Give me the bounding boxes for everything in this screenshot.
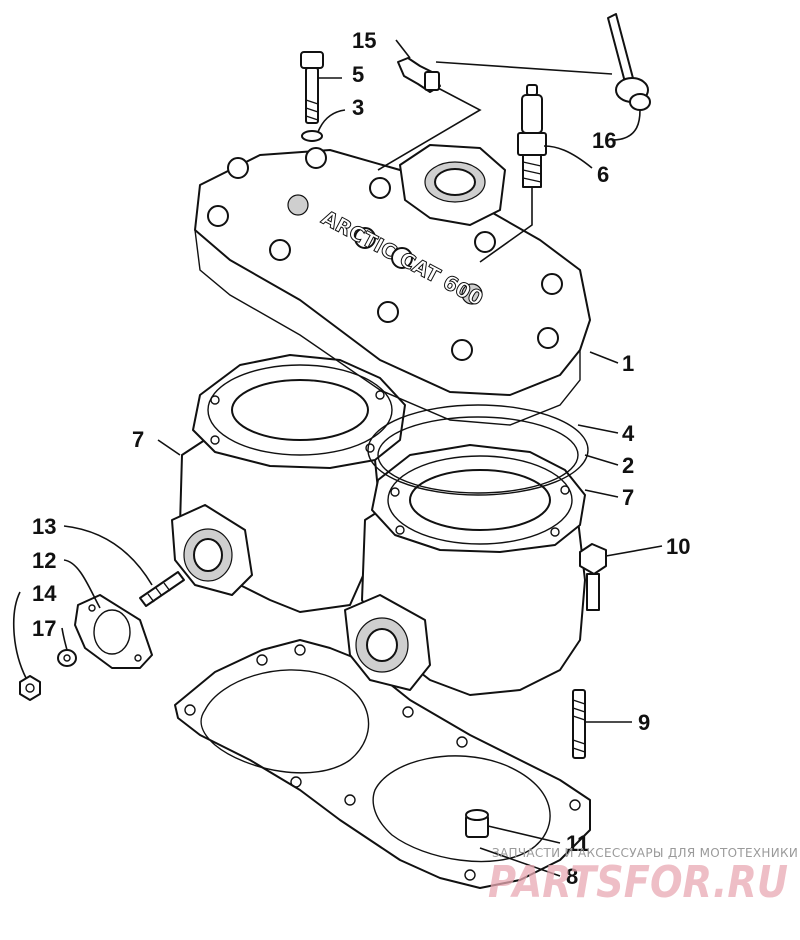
callout-11: 11 [566, 831, 589, 856]
callout-9: 9 [638, 710, 650, 735]
callout-1: 1 [622, 351, 634, 376]
wire-clamp [607, 13, 651, 111]
head-o-rings [367, 404, 589, 496]
temperature-sensor [397, 57, 441, 93]
cylinder-rear [171, 354, 406, 613]
flange-bolt [579, 543, 607, 611]
watermark-caption: ЗАПЧАСТИ И АКСЕССУАРЫ ДЛЯ МОТОТЕХНИКИ [492, 846, 798, 860]
head-bolt [300, 51, 324, 124]
callout-6: 6 [597, 162, 609, 187]
callout-10: 10 [666, 534, 690, 559]
callout-8: 8 [566, 864, 578, 889]
callout-labels: 15 5 3 16 6 1 4 2 7 7 13 12 10 14 17 9 1… [32, 28, 690, 889]
cylinder-stud [572, 689, 586, 759]
dowel-pin [465, 809, 489, 838]
callout-7-rear: 7 [132, 427, 144, 452]
flange-nut [19, 675, 41, 701]
watermark-logo: PARTSFOR.RU [488, 857, 788, 908]
callout-12: 12 [32, 548, 56, 573]
cylinder-head: ARCTIC CAT 600 [194, 144, 591, 426]
spark-plug [517, 84, 547, 188]
watermark: ЗАПЧАСТИ И АКСЕССУАРЫ ДЛЯ МОТОТЕХНИКИ PA… [488, 846, 798, 908]
leader-lines [12, 39, 663, 877]
callout-13: 13 [32, 514, 56, 539]
head-bolt-bosses [207, 147, 563, 361]
callout-3: 3 [352, 95, 364, 120]
lock-washer [57, 649, 77, 667]
callout-14: 14 [32, 581, 57, 606]
callout-15: 15 [352, 28, 376, 53]
head-washer [301, 130, 323, 142]
exhaust-gasket [74, 594, 153, 669]
callout-2: 2 [622, 453, 634, 478]
callout-17: 17 [32, 616, 56, 641]
callout-16: 16 [592, 128, 616, 153]
cylinder-front [344, 444, 586, 696]
callout-5: 5 [352, 62, 364, 87]
exhaust-stud [139, 571, 185, 607]
callout-4: 4 [622, 421, 635, 446]
callout-7-front: 7 [622, 485, 634, 510]
